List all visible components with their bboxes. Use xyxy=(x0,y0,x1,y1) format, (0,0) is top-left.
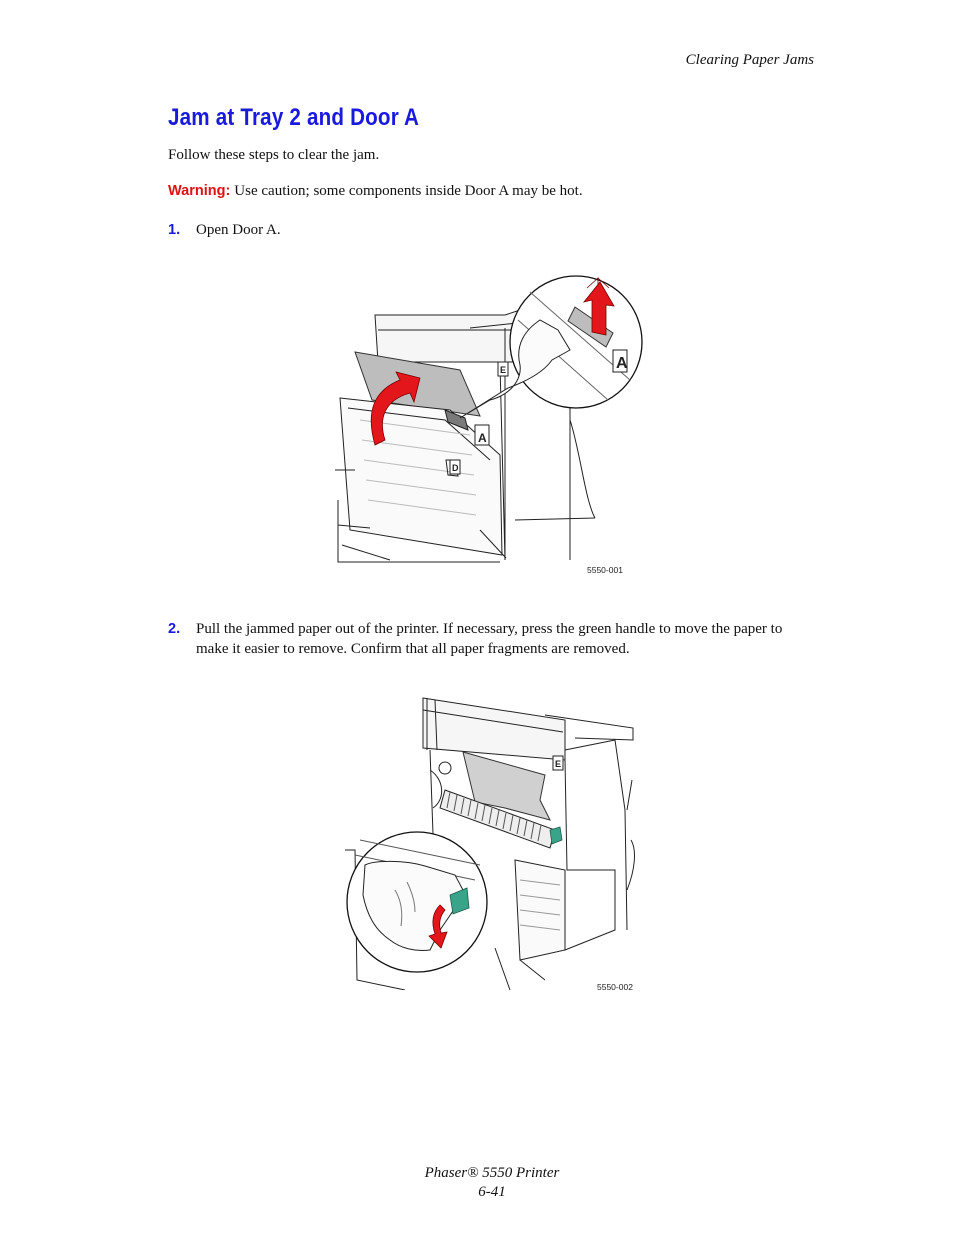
warning-note: Warning:Use caution; some components ins… xyxy=(168,183,583,200)
figure-open-door-a: A A E D 5550-001 xyxy=(330,270,650,575)
press-handle-arrow xyxy=(428,904,448,949)
step-1: 1. Open Door A. xyxy=(168,220,816,240)
door-e-label: E xyxy=(555,759,561,769)
door-a-label: A xyxy=(478,431,487,445)
door-d-label: D xyxy=(452,463,459,473)
warning-text: Use caution; some components inside Door… xyxy=(234,183,583,199)
jammed-paper-illustration: E xyxy=(345,697,635,991)
intro-text: Follow these steps to clear the jam. xyxy=(168,147,380,163)
product-name: Phaser® 5550 Printer xyxy=(424,1165,560,1181)
open-direction-arrow xyxy=(370,371,421,446)
step-number: 1. xyxy=(168,222,181,238)
step-text: Pull the jammed paper out of the printer… xyxy=(196,621,783,657)
page-footer: Phaser® 5550 Printer 6-41 xyxy=(0,1164,954,1202)
green-handle xyxy=(549,826,563,845)
figure-code: 5550-001 xyxy=(587,565,623,575)
step-text: Open Door A. xyxy=(196,222,281,238)
printer-door-a-illustration: A A E D xyxy=(335,275,643,563)
running-header: Clearing Paper Jams xyxy=(685,52,814,68)
door-e-label: E xyxy=(500,365,506,375)
page-title: Jam at Tray 2 and Door A xyxy=(168,104,420,131)
door-a-zoom-label: A xyxy=(616,355,628,372)
lift-handle-arrow xyxy=(582,281,615,336)
green-handle-zoom xyxy=(449,887,470,915)
step-2: 2. Pull the jammed paper out of the prin… xyxy=(168,619,816,659)
figure-remove-jammed-paper: E 5550-002 xyxy=(345,690,645,995)
page-number: 6-41 xyxy=(478,1184,506,1200)
figure-code: 5550-002 xyxy=(597,982,633,992)
warning-label: Warning: xyxy=(168,183,231,199)
step-number: 2. xyxy=(168,621,181,637)
